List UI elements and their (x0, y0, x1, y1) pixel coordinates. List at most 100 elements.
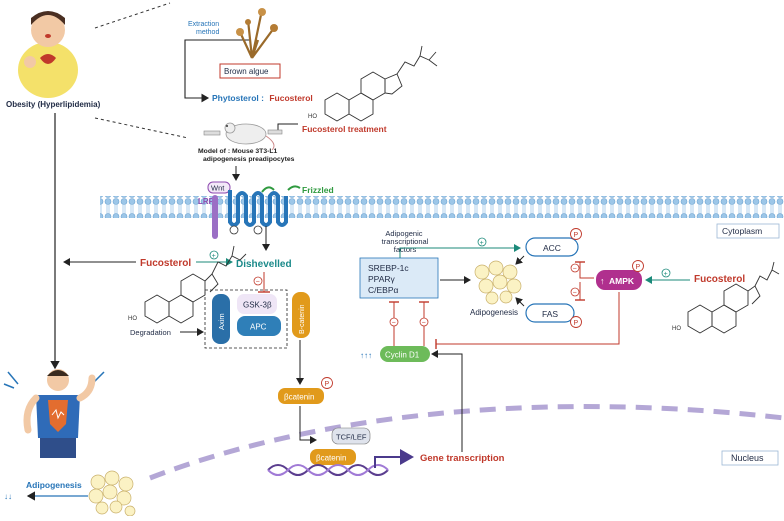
beta-catenin-box (278, 388, 324, 404)
obese-person-icon (18, 11, 78, 98)
srebp-label: SREBP-1c (368, 263, 409, 273)
minus-icon-1 (253, 276, 263, 286)
minus-tf-1: − (392, 320, 396, 327)
plus-icon-ampk (661, 268, 671, 278)
nucleus-box (721, 450, 779, 466)
minus-icon-tf-2 (419, 317, 429, 327)
apc-box (237, 316, 281, 336)
arrow-gene-transcription (374, 449, 414, 468)
phospho-icon-acc (570, 228, 582, 240)
adipocytes-left-icon (88, 470, 136, 517)
dishevelled-label: Dishevelled (236, 259, 292, 270)
adipogenesis-right-label: Adipogenesis (470, 308, 518, 317)
destruction-complex-box (204, 289, 288, 349)
apc-label: APC (250, 323, 267, 332)
plus-left: + (212, 253, 216, 260)
frizzled-loop (261, 186, 275, 193)
arrow-gene-to-cyclin (431, 350, 463, 452)
adipogenesis-left-label: Adipogenesis (26, 480, 82, 490)
cebp-label: C/EBPα (368, 285, 399, 295)
transcription-factors-box (359, 257, 439, 299)
phospho-icon-fas (570, 316, 582, 328)
fas-box (525, 303, 575, 323)
beta-catenin-vertical-label: B-catenin (299, 304, 306, 334)
lrp-label: LRP (198, 197, 215, 206)
dotted-connector-bottom (94, 117, 189, 139)
tcf-lef-box (331, 427, 371, 445)
fas-label: FAS (542, 309, 558, 319)
brown-algae-icon (236, 8, 278, 59)
tcf-lef-label: TCF/LEF (336, 433, 367, 442)
dna-helix-strand-2 (267, 464, 389, 476)
phospho-icon-ampk (632, 260, 644, 272)
gsk-box (237, 294, 277, 314)
plus-acc: + (480, 240, 484, 247)
fucosterol-structure-top (324, 45, 438, 122)
axim-box (212, 294, 230, 344)
receptor-bead (229, 225, 239, 235)
lrp-receptor (212, 195, 218, 239)
phospho-icon-catenin (321, 377, 333, 389)
minus-icon-acc (570, 263, 580, 273)
minus-icon-tf-1 (389, 317, 399, 327)
p-acc: P (574, 232, 579, 239)
fucosterol-structure-left (144, 245, 247, 324)
frizzled-label: Frizzled (302, 185, 334, 195)
beta-catenin-nucleus-box (310, 449, 356, 465)
ppar-label: PPARγ (368, 274, 396, 284)
adipocytes-right-icon (474, 260, 522, 305)
mouse-icon (203, 122, 283, 151)
ho-label-top: HO (308, 114, 317, 120)
minus-tf-2: − (422, 320, 426, 327)
fucosterol-treatment-label: Fucosterol treatment (302, 124, 387, 134)
beta-catenin-vertical-box (292, 292, 310, 338)
phytosterol-label: Phytosterol : Fucosterol (212, 93, 313, 103)
nucleus-envelope (149, 404, 784, 481)
inhibit-ampk-cyclin (436, 292, 620, 345)
fucosterol-structure-right (687, 261, 780, 334)
wnt-label: Wnt (211, 184, 225, 193)
ampk-box (596, 270, 642, 290)
receptor-bead-2 (253, 225, 263, 235)
ampk-label: AMPK (609, 276, 635, 286)
arrow-acc-to-adipocytes (515, 255, 525, 265)
fucosterol-right-label: Fucosterol (694, 274, 745, 285)
nucleus-label: Nucleus (731, 453, 764, 463)
plus-icon-left (209, 250, 219, 260)
arrow-fas-to-adipocytes (515, 297, 525, 307)
ho-label-right: HO (672, 326, 681, 332)
cytoplasm-label: Cytoplasm (722, 226, 762, 236)
cyclin-box (380, 346, 430, 362)
minus-fas: − (573, 290, 577, 297)
brown-algue-box (219, 63, 281, 79)
gene-transcription-label: Gene transcription (420, 453, 505, 464)
degradation-label: Degradation (130, 328, 171, 337)
brown-algue-label: Brown algue (224, 67, 269, 76)
fucosterol-left-label: Fucosterol (140, 258, 191, 269)
cyclin-up-arrows: ↑↑↑ (360, 351, 372, 360)
p-ampk: P (636, 264, 641, 271)
frizzled-receptor (228, 190, 288, 227)
acc-box (525, 237, 579, 257)
cyclin-label: Cyclin D1 (385, 351, 420, 360)
arrow-tf-to-acc (399, 244, 521, 258)
arrow-catenin-to-nucleus (299, 406, 317, 444)
minus-acc: − (573, 266, 577, 273)
plus-icon-acc (477, 237, 487, 247)
cytoplasm-box (716, 223, 780, 239)
dotted-connector-top (94, 2, 171, 29)
acc-label: ACC (543, 243, 561, 253)
arrow-fucosterol-treatment (277, 123, 298, 131)
frizzled-loop-2 (287, 185, 301, 191)
beta-catenin-label: βcatenin (284, 393, 314, 402)
minus-icon-fas (570, 287, 580, 297)
gsk-label: GSK-3β (243, 301, 272, 310)
obesity-label: Obesity (Hyperlipidemia) (6, 100, 101, 109)
ho-label-left: HO (128, 316, 137, 322)
beta-catenin-nucleus-label: βcatenin (316, 454, 346, 463)
p-fas: P (574, 320, 579, 327)
